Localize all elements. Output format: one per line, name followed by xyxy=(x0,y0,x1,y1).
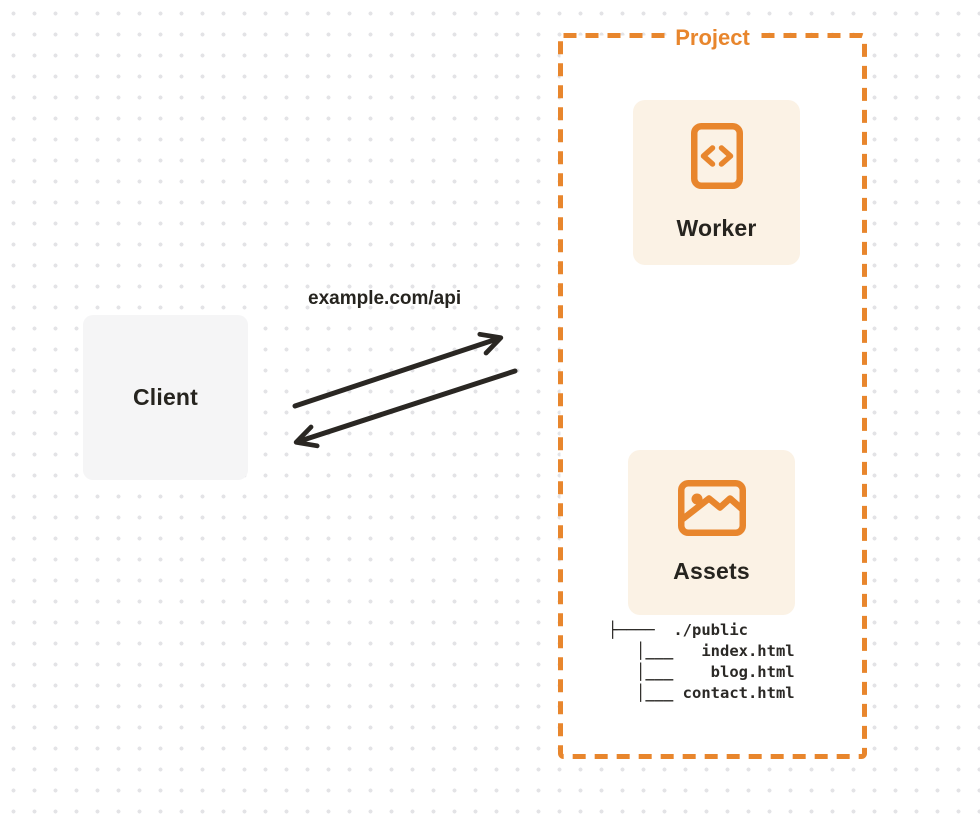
file-tree-line-index: │___ index.html xyxy=(608,642,795,660)
worker-label: Worker xyxy=(676,215,757,241)
request-url-label: example.com/api xyxy=(308,288,462,309)
project-label: Project xyxy=(668,25,757,51)
file-tree-line-public: ├──── ./public xyxy=(608,621,748,639)
assets-label: Assets xyxy=(673,558,750,584)
client-node: Client xyxy=(83,315,248,480)
request-arrow xyxy=(292,331,504,409)
project-container: Project Worker Assets ├──── ./public │__… xyxy=(558,25,867,759)
worker-node: Worker xyxy=(633,100,800,265)
assets-node: Assets xyxy=(628,450,795,615)
file-tree: ├──── ./public │___ index.html │___ blog… xyxy=(608,620,795,704)
client-label: Client xyxy=(132,384,199,410)
code-document-icon xyxy=(690,123,743,189)
file-tree-line-contact: │___ contact.html xyxy=(608,684,795,702)
file-tree-line-blog: │___ blog.html xyxy=(608,663,795,681)
image-icon xyxy=(677,480,746,536)
response-arrow xyxy=(293,368,518,449)
